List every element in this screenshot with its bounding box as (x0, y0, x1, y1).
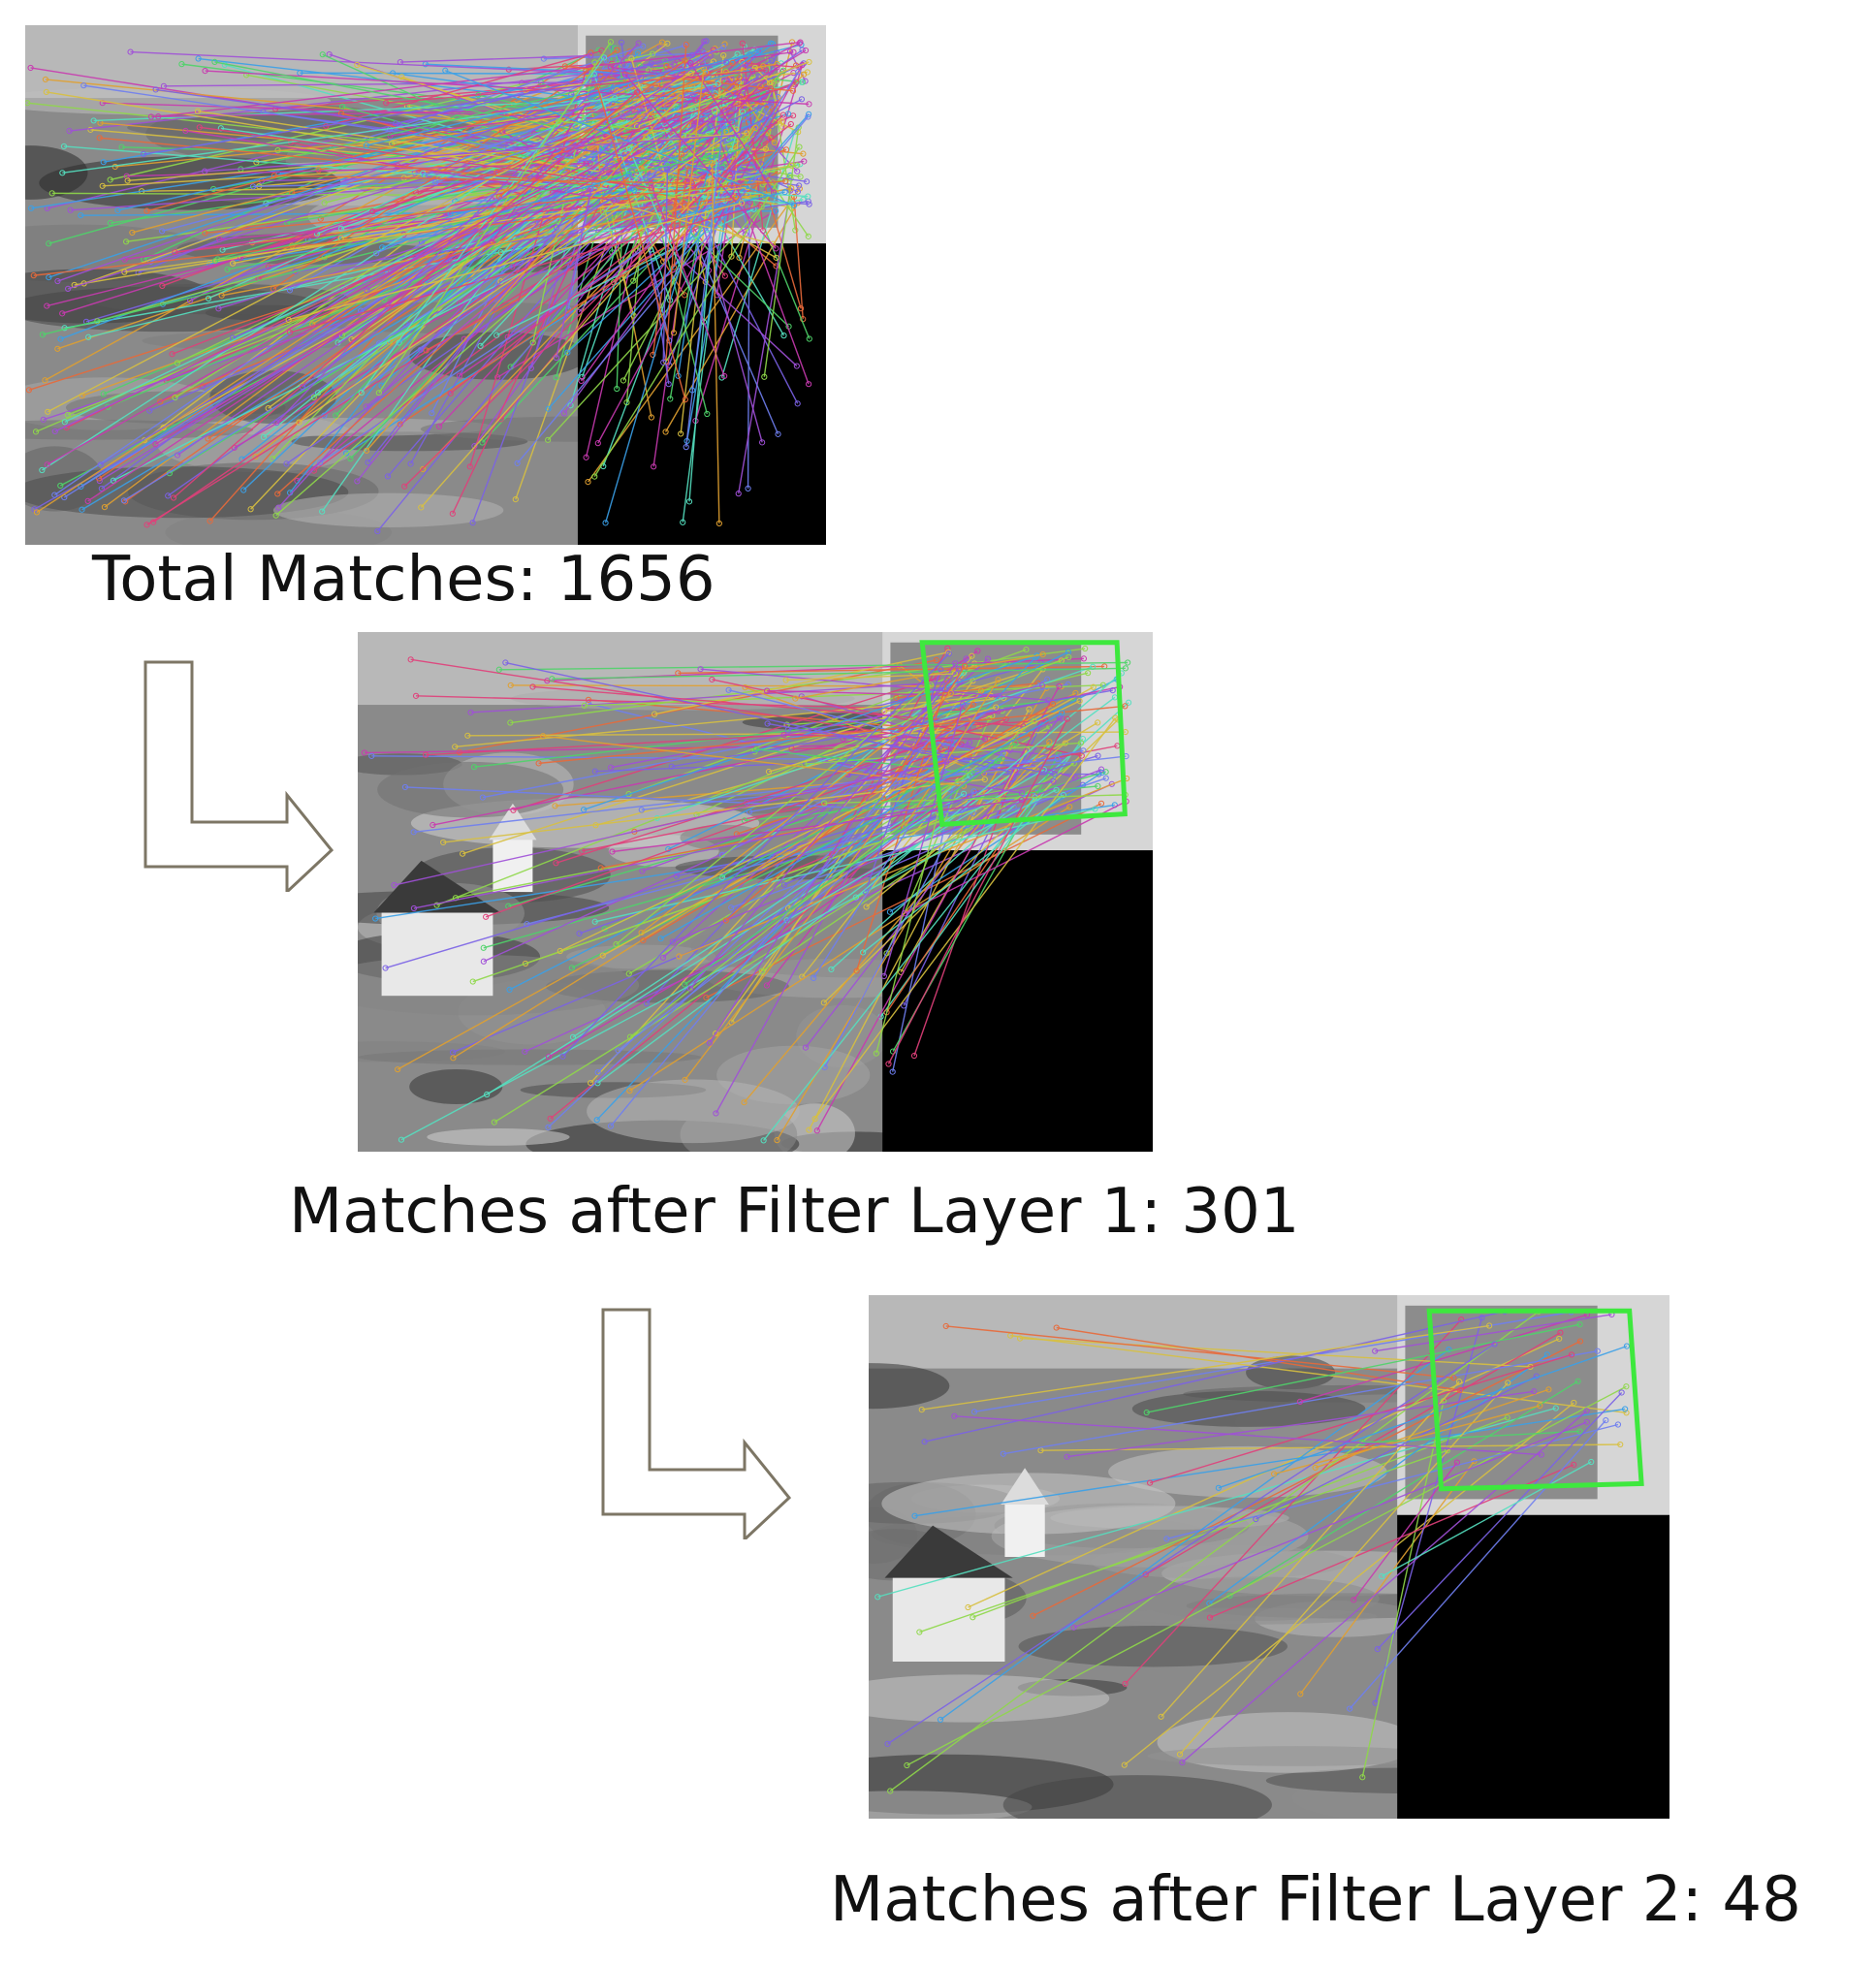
stage-3-match-image (869, 1295, 1669, 1819)
stage-2-caption: Matches after Filter Layer 1: 301 (289, 1176, 1300, 1248)
stage-1-to-2-arrow-icon (142, 659, 335, 892)
stage-1-caption: Total Matches: 1656 (92, 544, 715, 616)
stage-1-match-image (25, 25, 826, 545)
stage-2-match-image (358, 632, 1153, 1152)
stage-3-match-svg (869, 1295, 1669, 1819)
stage-2-match-svg (358, 632, 1153, 1152)
stage-1-match-svg (25, 25, 826, 545)
stage-2-to-3-arrow-icon (599, 1307, 793, 1539)
stage-3-caption: Matches after Filter Layer 2: 48 (830, 1864, 1801, 1936)
